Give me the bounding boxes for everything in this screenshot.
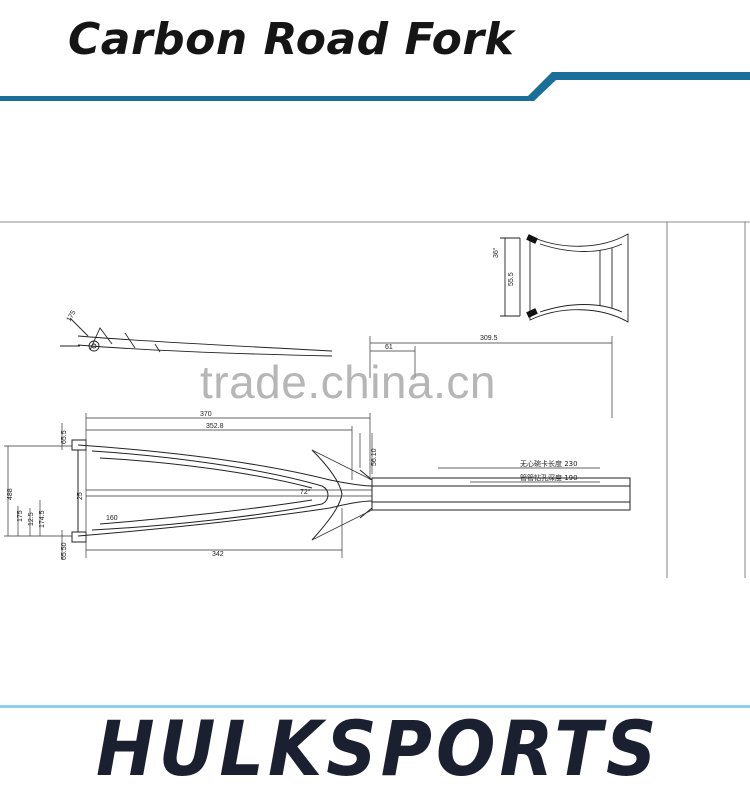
headset-cup-detail bbox=[500, 233, 629, 323]
svg-text:55.5: 55.5 bbox=[508, 272, 515, 286]
fork-side-view bbox=[60, 317, 333, 357]
drawing-frame bbox=[0, 221, 750, 578]
svg-text:175: 175 bbox=[17, 510, 24, 522]
fork-technical-drawing: 175 36° 55.5 309.5 61 bbox=[0, 221, 750, 578]
watermark-text: trade.china.cn bbox=[200, 356, 496, 408]
front-view-dimension-lines bbox=[4, 413, 600, 560]
svg-text:174.5: 174.5 bbox=[39, 510, 46, 528]
svg-text:370: 370 bbox=[200, 411, 212, 418]
svg-text:309.5: 309.5 bbox=[480, 335, 498, 342]
svg-text:488: 488 bbox=[7, 488, 14, 500]
svg-text:160: 160 bbox=[106, 515, 118, 522]
fork-front-view bbox=[71, 439, 631, 543]
svg-text:65.5: 65.5 bbox=[61, 430, 68, 444]
headset-seal-bottom bbox=[526, 308, 538, 318]
header-accent-line bbox=[0, 72, 750, 101]
headset-seal-top bbox=[526, 234, 538, 244]
svg-text:175: 175 bbox=[66, 309, 78, 323]
svg-text:352.8: 352.8 bbox=[206, 423, 224, 430]
footer-divider bbox=[0, 705, 750, 708]
svg-text:36°: 36° bbox=[492, 247, 500, 258]
svg-text:25: 25 bbox=[77, 492, 84, 500]
svg-text:61: 61 bbox=[385, 344, 393, 351]
svg-text:管管钻孔深度 190: 管管钻孔深度 190 bbox=[520, 473, 578, 482]
steerer-dimension-lines bbox=[369, 336, 613, 418]
svg-text:65.50: 65.50 bbox=[61, 542, 68, 560]
svg-text:无心碗卡长度 230: 无心碗卡长度 230 bbox=[520, 459, 578, 468]
svg-text:342: 342 bbox=[212, 551, 224, 558]
page-title: Carbon Road Fork bbox=[68, 14, 515, 65]
brand-logo: HULKSPORTS bbox=[96, 704, 661, 794]
svg-text:12.5: 12.5 bbox=[28, 512, 35, 526]
svg-text:56.10: 56.10 bbox=[371, 448, 378, 466]
svg-text:72°: 72° bbox=[300, 488, 311, 496]
